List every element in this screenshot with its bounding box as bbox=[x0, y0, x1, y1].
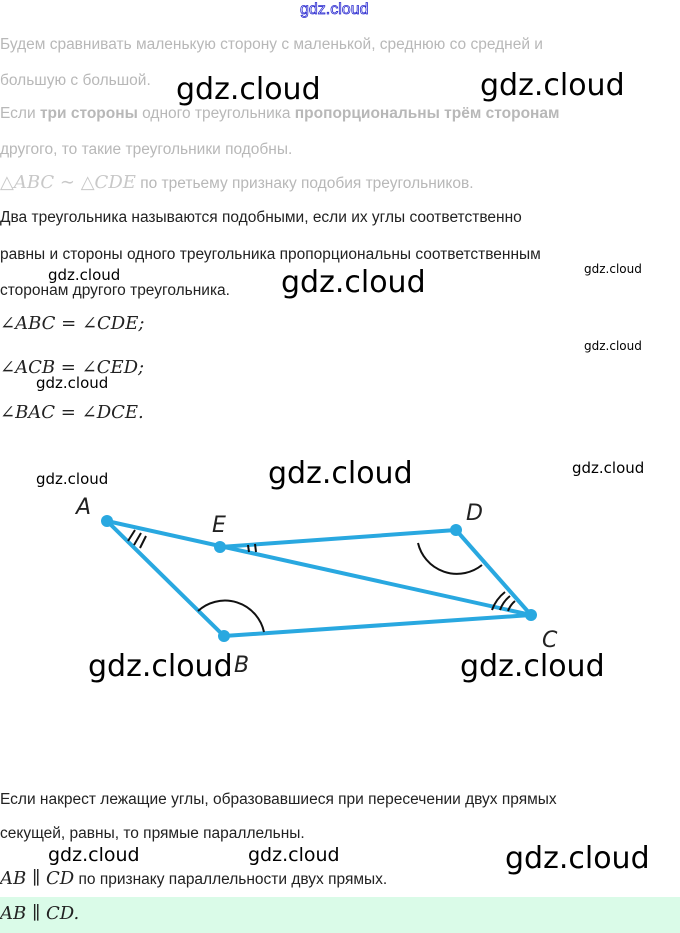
watermark: gdz.cloud bbox=[584, 339, 642, 353]
faded-line-5: △ABC ∼ △CDE по третьему признаку подобия… bbox=[0, 172, 474, 193]
watermark: gdz.cloud bbox=[572, 459, 645, 477]
definition-line-1: Два треугольника называются подобными, е… bbox=[0, 209, 522, 226]
point-d bbox=[450, 524, 462, 536]
diagram-points bbox=[101, 515, 537, 642]
text: по третьему признаку подобия треугольник… bbox=[135, 175, 474, 192]
faded-line-4: другого, то такие треугольники подобны. bbox=[0, 141, 293, 158]
label-d: D bbox=[466, 501, 483, 526]
equality-2: ∠ACB = ∠CED; bbox=[0, 357, 145, 378]
segment-dc bbox=[454, 528, 533, 617]
watermark: gdz.cloud bbox=[48, 266, 121, 284]
label-a: A bbox=[74, 495, 91, 520]
segment-ac bbox=[106, 519, 532, 617]
label-b: B bbox=[234, 653, 249, 678]
header-watermark: gdz.cloud bbox=[300, 1, 369, 19]
diagram-lines bbox=[105, 519, 533, 638]
point-c bbox=[525, 609, 537, 621]
parallel-line-1: Если накрест лежащие углы, образовавшиес… bbox=[0, 791, 557, 808]
equality-1: ∠ABC = ∠CDE; bbox=[0, 313, 145, 334]
watermark: gdz.cloud bbox=[460, 649, 605, 684]
angle-marks bbox=[127, 529, 516, 633]
faded-line-3: Если три стороны одного треугольника про… bbox=[0, 105, 560, 123]
faded-line-2: большую с большой. bbox=[0, 72, 151, 89]
segment-ed bbox=[219, 528, 457, 549]
definition-line-2: равны и стороны одного треугольника проп… bbox=[0, 246, 541, 263]
point-a bbox=[101, 515, 113, 527]
bold-text: три стороны bbox=[39, 105, 138, 122]
angle-b-arc bbox=[197, 599, 265, 633]
watermark: gdz.cloud bbox=[36, 470, 109, 488]
watermark: gdz.cloud bbox=[176, 72, 321, 107]
text: Если bbox=[0, 105, 40, 122]
point-b bbox=[218, 630, 230, 642]
definition-line-3: сторонам другого треугольника. bbox=[0, 282, 230, 299]
watermark: gdz.cloud bbox=[268, 456, 413, 491]
watermark: gdz.cloud bbox=[281, 265, 426, 300]
label-c: C bbox=[542, 628, 558, 653]
watermark: gdz.cloud bbox=[36, 374, 109, 392]
faded-line-1: Будем сравнивать маленькую сторону с мал… bbox=[0, 36, 543, 53]
angle-e-ticks bbox=[247, 543, 257, 553]
answer-text: AB ∥ CD. bbox=[0, 903, 80, 924]
bold-text: пропорциональны трём сторонам bbox=[294, 105, 560, 122]
math: △ABC ∼ △CDE bbox=[0, 172, 136, 193]
text: одного треугольника bbox=[137, 105, 295, 122]
text: по признаку параллельности двух прямых. bbox=[74, 871, 388, 888]
parallel-line-3: AB ∥ CD по признаку параллельности двух … bbox=[0, 868, 387, 889]
segment-ab bbox=[105, 519, 226, 638]
watermark: gdz.cloud bbox=[480, 68, 625, 103]
segment-bc bbox=[223, 613, 532, 638]
watermark: gdz.cloud bbox=[584, 262, 642, 276]
angle-a-ticks bbox=[127, 529, 147, 549]
angle-c-arcs bbox=[491, 591, 516, 612]
point-e bbox=[214, 541, 226, 553]
watermark: gdz.cloud bbox=[248, 844, 340, 866]
watermark: gdz.cloud bbox=[48, 844, 140, 866]
equality-3: ∠BAC = ∠DCE. bbox=[0, 402, 144, 423]
label-e: E bbox=[212, 513, 226, 538]
watermark: gdz.cloud bbox=[505, 841, 650, 876]
parallel-line-2: секущей, равны, то прямые параллельны. bbox=[0, 825, 305, 842]
watermark: gdz.cloud bbox=[88, 649, 233, 684]
math: AB ∥ CD bbox=[0, 868, 75, 889]
angle-d-arc bbox=[417, 542, 483, 575]
answer-box: AB ∥ CD. bbox=[0, 897, 680, 933]
